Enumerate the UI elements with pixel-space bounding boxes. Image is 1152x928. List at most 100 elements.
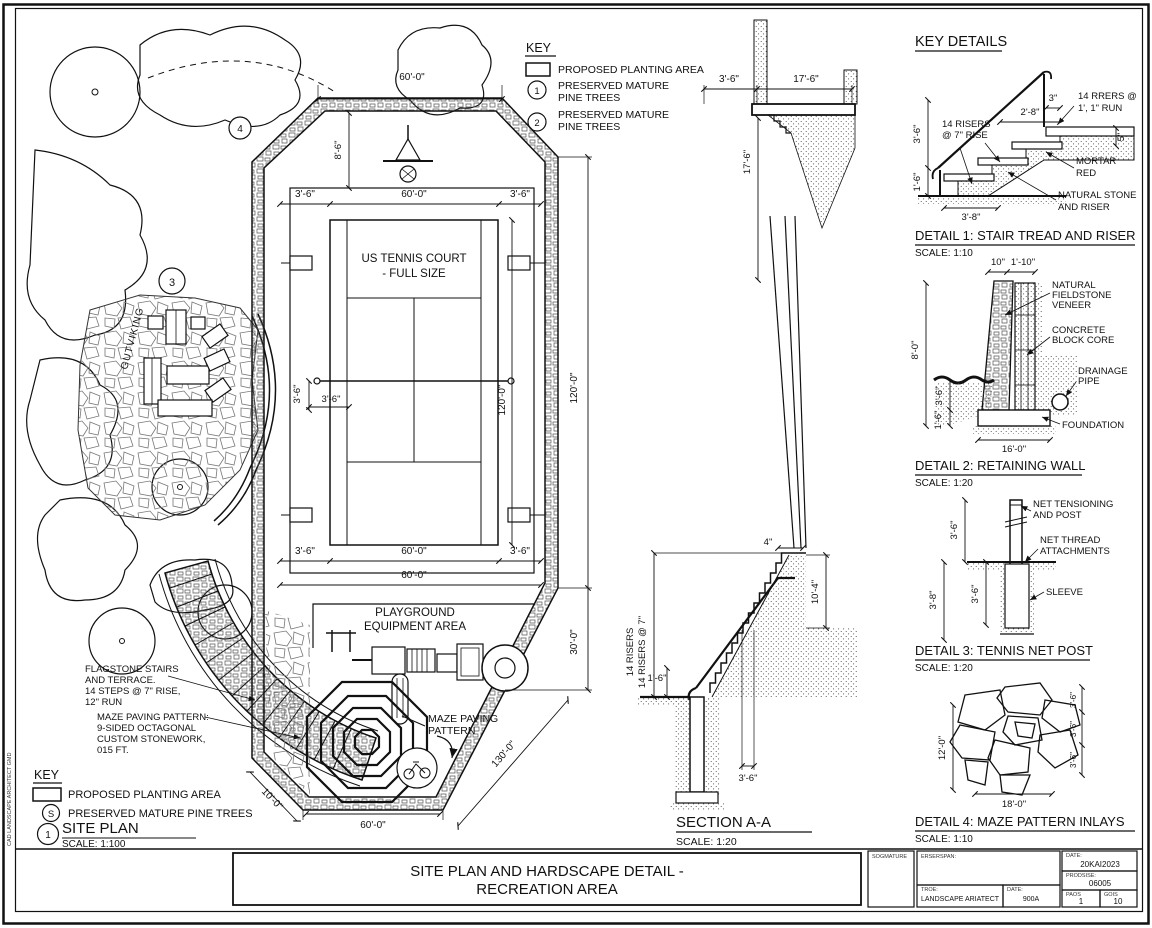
note-maze-line2: 9-SIDED OCTAGONAL	[97, 723, 196, 734]
drainage-pipe	[1051, 393, 1069, 411]
d2-veneer1: NATURAL	[1052, 280, 1096, 291]
d2-veneer3: VENEER	[1052, 300, 1091, 311]
tb-date2-value: 20KAI2023	[1080, 860, 1120, 869]
dim-net-h: 3'-6"	[322, 394, 341, 405]
title-block: SITE PLAN AND HARDSCAPE DETAIL - RECREAT…	[16, 848, 1143, 908]
dim-small-vertical: 8'-6"	[333, 141, 344, 160]
terrace-furniture	[143, 309, 232, 417]
tennis-court: US TENNIS COURT - FULL SIZE	[313, 219, 515, 546]
sec-dim-small: 1'-6"	[648, 673, 667, 684]
sec-risers-note2: 14 RISERS @ 7"	[637, 616, 648, 688]
dim-lower-left: 3'-6"	[295, 546, 315, 557]
tb-signature-label: SOGMATURE	[872, 854, 907, 860]
legend-bottom-trees: PRESERVED MATURE PINE TREES	[68, 808, 253, 820]
d1-run-note1: 14 RRERS @	[1078, 91, 1137, 102]
d1-dim-3-6: 3'-6"	[912, 125, 923, 144]
d2-core1: CONCRETE	[1052, 325, 1105, 336]
section-scale: SCALE: 1:20	[676, 836, 737, 848]
d1-dim-3: 3"	[1049, 93, 1058, 104]
d3-tension2: AND POST	[1033, 510, 1082, 521]
note-maze-line4: 015 FT.	[97, 745, 129, 756]
d1-dim-3-8: 3'-8"	[962, 212, 981, 223]
legend-item1-line1: PRESERVED MATURE	[558, 80, 669, 92]
dim-diag-right: 130'-0"	[490, 739, 519, 770]
sheet-title-line1: SITE PLAN AND HARDSCAPE DETAIL -	[410, 863, 683, 880]
playground-label-line2: EQUIPMENT AREA	[364, 621, 466, 633]
d3-thread2: ATTACHMENTS	[1040, 546, 1110, 557]
site-plan-scale: SCALE: 1:100	[62, 839, 126, 850]
legend-bottom: KEY PROPOSED PLANTING AREA S PRESERVED M…	[32, 768, 253, 850]
legend-item1-line2: PINE TREES	[558, 92, 620, 104]
d4-dim-r3: 3'-6"	[1069, 752, 1078, 768]
d1-run-note2: 1', 1" RUN	[1078, 103, 1122, 114]
dim-upper-mid: 60'-0"	[401, 189, 427, 200]
post-sleeve	[1004, 563, 1030, 629]
maze-label-line2: PATTERN	[428, 725, 475, 737]
court-label-line2: - FULL SIZE	[382, 268, 446, 280]
dim-lower-right: 3'-6"	[510, 546, 530, 557]
sec-dim-upper-v: 17'-6"	[742, 150, 753, 174]
dim-right-lower: 30'-0"	[569, 629, 580, 655]
dim-upper-right: 3'-6"	[510, 189, 530, 200]
tb-date-label: DATE:	[1007, 887, 1023, 893]
d1-stone2: AND RISER	[1058, 202, 1110, 213]
detail-3-scale: SCALE: 1:20	[915, 663, 973, 674]
sec-risers-note1: 14 RISERS	[625, 628, 636, 677]
d3-dim-inner: 3'-6"	[970, 585, 981, 604]
dim-lower-mid: 60'-0"	[401, 546, 427, 557]
d1-dim-2-8: 2'-8"	[1021, 107, 1040, 118]
edge-vertical-text: CAD LANDSCAPE ARCHITECT GMD	[7, 753, 13, 846]
note-stairs-line2: AND TERRACE.	[85, 675, 156, 686]
note-maze-line1: MAZE PAVING PATTERN:	[97, 712, 209, 723]
legend-item2-line2: PINE TREES	[558, 121, 620, 133]
d3-tension1: NET TENSIONING	[1033, 499, 1113, 510]
d1-dim-5: 5"	[1116, 133, 1127, 142]
legend-bottom-planting: PROPOSED PLANTING AREA	[68, 789, 221, 801]
badge-s	[41, 803, 61, 823]
tb-proj-value: 06005	[1089, 879, 1112, 888]
playground-equipment	[326, 630, 529, 725]
d2-core2: BLOCK CORE	[1052, 335, 1114, 346]
d2-pipe2: PIPE	[1078, 376, 1100, 387]
dim-diag-left: 10'-0"	[259, 786, 285, 812]
sec-dim-lower-v: 10'-4"	[810, 580, 821, 604]
d2-dim-8-0: 8'-0"	[910, 341, 921, 360]
tb-title-label: TROE:	[921, 887, 938, 893]
dim-net-v: 3'-6"	[292, 385, 303, 404]
legend-top: KEY PROPOSED PLANTING AREA 1 PRESERVED M…	[525, 41, 704, 133]
legend-top-title: KEY	[526, 41, 552, 55]
d4-dim-bottom: 18'-0"	[1002, 799, 1026, 810]
sec-dim-top-right: 17'-6"	[793, 74, 819, 85]
tb-date2-label: DATE:	[1066, 853, 1082, 859]
dim-right-outer: 120'-0"	[569, 372, 580, 403]
d1-riser-note1: 14 RISERS	[942, 119, 991, 130]
key-details-heading: KEY DETAILS	[915, 34, 1007, 50]
planting-swatch	[525, 62, 551, 77]
badge-s-char: S	[48, 809, 54, 820]
pine-tree	[88, 607, 156, 675]
court-light-pole-icon	[383, 125, 433, 183]
tb-page-value: 1	[1079, 897, 1084, 906]
recreation-enclosure: US TENNIS COURT - FULL SIZE	[251, 97, 559, 811]
d2-foundation: FOUNDATION	[1062, 420, 1124, 431]
d1-mortar2: RED	[1076, 168, 1096, 179]
tree-badge-3-num: 3	[169, 277, 175, 289]
detail-2-scale: SCALE: 1:20	[915, 478, 973, 489]
d2-dim-16-0: 16'-0"	[1002, 444, 1026, 455]
d1-stone1: NATURAL STONE	[1058, 190, 1136, 201]
tb-proj-label: PRODSISE:	[1066, 873, 1096, 879]
sec-dim-top-left: 3'-6"	[719, 74, 739, 85]
legend-planting-label: PROPOSED PLANTING AREA	[558, 64, 704, 76]
tb-date-value: 900A	[1023, 896, 1040, 903]
detail-3-title: DETAIL 3: TENNIS NET POST	[915, 643, 1093, 658]
detail-4-scale: SCALE: 1:10	[915, 834, 973, 845]
detail-4-maze-inlays: 12'-0" 3'-6" 3'-6" 3'-6" 18'-0" DETAIL 4…	[915, 682, 1135, 845]
dim-top: 60'-0"	[399, 72, 425, 83]
badge-1-num: 1	[534, 86, 539, 97]
tree-badge-4	[228, 116, 252, 140]
badge-site-plan-num: 1	[45, 830, 51, 841]
tb-page-label: PAOS	[1066, 892, 1081, 898]
badge-site-plan	[36, 822, 60, 846]
detail-2-title: DETAIL 2: RETAINING WALL	[915, 458, 1085, 473]
